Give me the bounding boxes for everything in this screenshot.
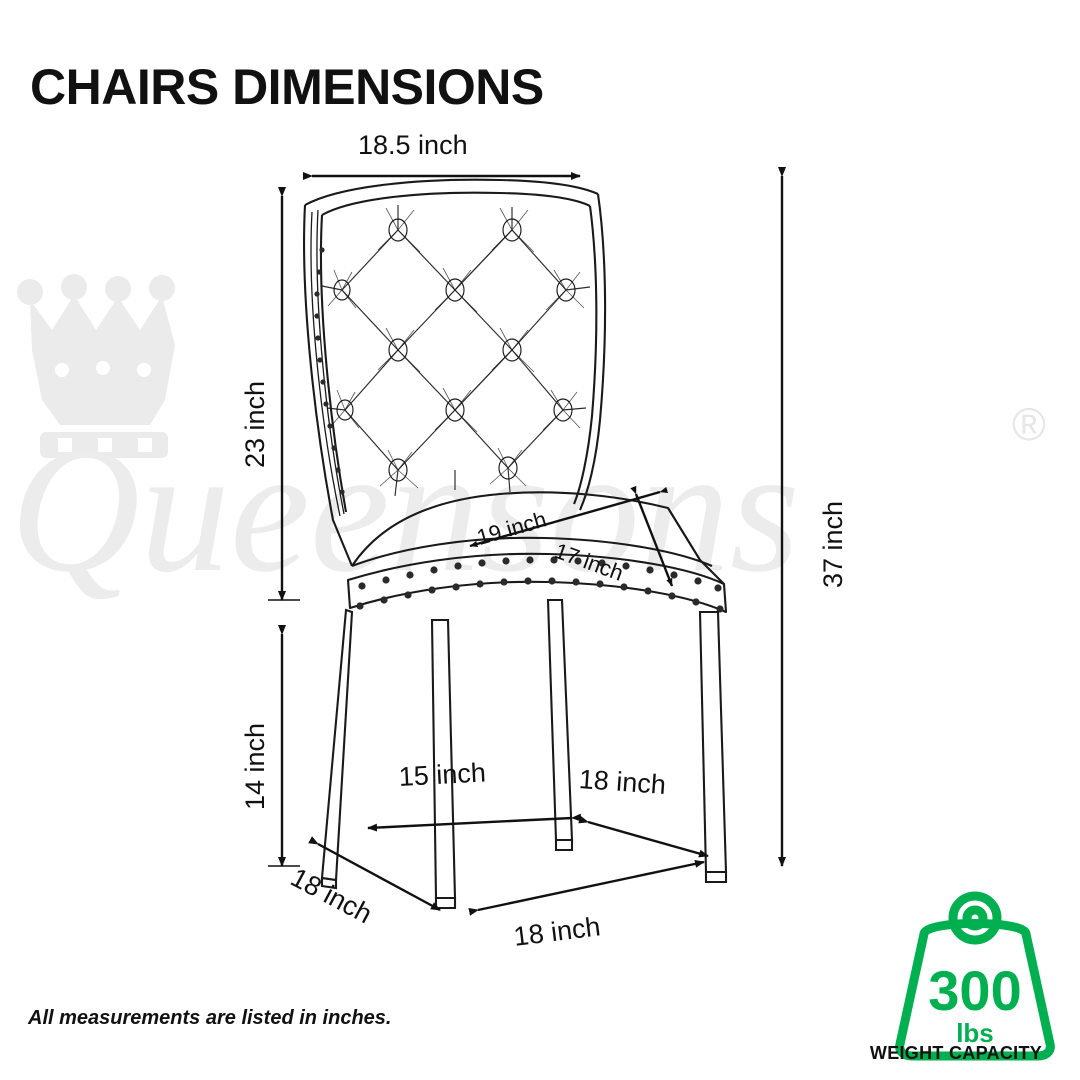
measurement-footnote: All measurements are listed in inches. [28,1007,392,1029]
weight-capacity-value: 300 [928,959,1021,1022]
weight-capacity-caption: WEIGHT CAPACITY [869,1043,1043,1063]
dimension-label-side-leg-span-upper: 18 inch [577,764,667,801]
weight-capacity-badge: 300 lbs [880,872,1070,1062]
dimension-label-back-height: 23 inch [240,380,270,468]
dimension-label-top-width: 18.5 inch [358,130,468,160]
dimension-label-front-leg-span: 15 inch [398,757,487,792]
page-title: CHAIRS DIMENSIONS [30,59,544,115]
dimension-label-seat-height: 14 inch [240,722,270,810]
dimension-label-total-height: 37 inch [818,500,848,588]
weight-capacity-unit: lbs [956,1018,994,1048]
